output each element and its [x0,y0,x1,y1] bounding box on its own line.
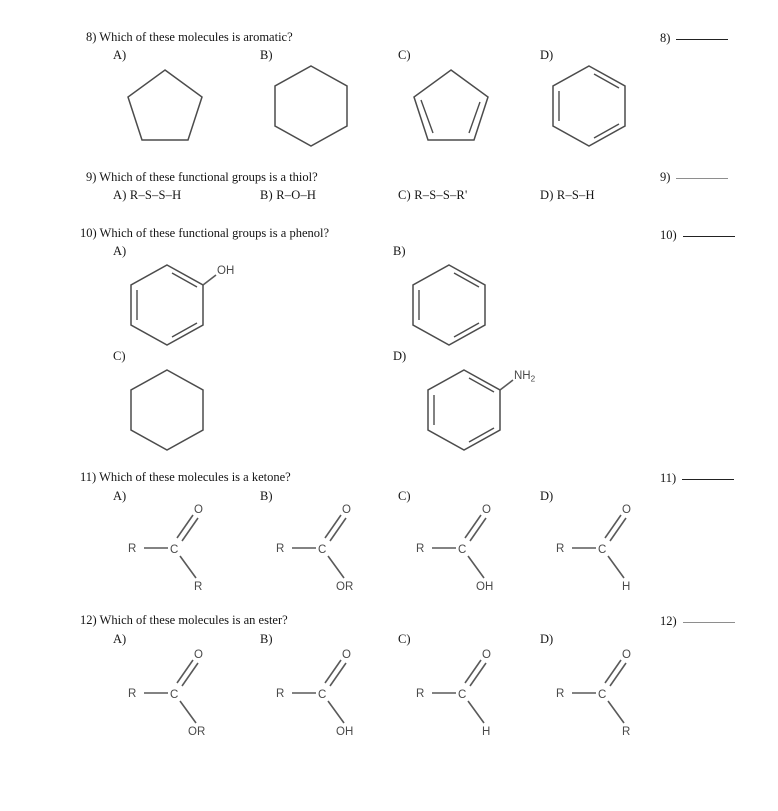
answer-blank-12[interactable]: 12) [660,614,735,629]
question-9-block: 9) Which of these functional groups is a… [86,170,318,185]
q11a-left-atom: R [128,543,136,555]
q10-option-a-label[interactable]: A) [113,244,127,258]
q10-option-b-label[interactable]: B) [393,244,406,258]
answer-blank-11[interactable]: 11) [660,471,735,486]
answer-rule-10[interactable] [682,236,735,237]
question-8-block: 8) Which of these molecules is aromatic? [86,30,293,45]
q12b-right-atom: OH [336,726,353,738]
q8-structure-cyclopentadiene[interactable] [410,66,492,144]
q11a-top-atom: O [194,504,203,516]
q10-substituent-nh2-label: NH2 [514,370,536,384]
q9-option-b[interactable]: B) R–O–H [260,188,317,202]
q11-option-d-label[interactable]: D) [540,489,554,503]
answer-blank-9[interactable]: 9) [660,170,729,185]
q10-option-d-label[interactable]: D) [393,349,407,363]
q12-structure-carboxylic-acid[interactable]: R C O OH [272,645,380,738]
q12a-left-atom: R [128,688,136,700]
q9-option-d[interactable]: D) R–S–H [540,188,595,202]
question-10-block: 10) Which of these functional groups is … [80,226,329,241]
q12d-top-atom: O [622,649,631,661]
q12-option-a-label[interactable]: A) [113,632,127,646]
question-11-block: 11) Which of these molecules is a ketone… [80,470,291,485]
q10-substituent-oh-label: OH [217,265,234,277]
q11b-left-atom: R [276,543,284,555]
q12c-right-atom: H [482,726,490,738]
answer-number-9: 9) [660,170,671,184]
q11c-center-atom: C [458,544,466,556]
q12-structure-ester[interactable]: R C O OR [124,645,232,738]
q11b-top-atom: O [342,504,351,516]
q8-structure-cyclohexane[interactable] [272,63,350,147]
q12b-center-atom: C [318,689,326,701]
q12a-top-atom: O [194,649,203,661]
question-8-prompt: 8) Which of these molecules is aromatic? [86,30,293,44]
q8-option-c-label[interactable]: C) [398,48,411,62]
q12b-top-atom: O [342,649,351,661]
answer-number-12: 12) [660,614,677,628]
q12-option-c-label[interactable]: C) [398,632,411,646]
q12a-center-atom: C [170,689,178,701]
q11c-top-atom: O [482,504,491,516]
q8-option-d-label[interactable]: D) [540,48,554,62]
q11-structure-ester[interactable]: R C O OR [272,500,380,593]
q11-option-b-label[interactable]: B) [260,489,273,503]
q12-structure-ketone[interactable]: R C O R [552,645,660,738]
answer-number-10: 10) [660,228,677,242]
q10-option-c-label[interactable]: C) [113,349,126,363]
q11-structure-aldehyde[interactable]: R C O H [552,500,660,593]
q11b-center-atom: C [318,544,326,556]
q11b-right-atom: OR [336,581,353,593]
q8-option-a-label[interactable]: A) [113,48,127,62]
q10-structure-aniline[interactable]: NH2 [425,367,545,451]
q11d-left-atom: R [556,543,564,555]
answer-number-8: 8) [660,31,671,45]
q10-structure-cyclohexane[interactable] [128,367,206,451]
q11d-top-atom: O [622,504,631,516]
q11a-center-atom: C [170,544,178,556]
q8-structure-benzene[interactable] [550,63,628,147]
question-12-block: 12) Which of these molecules is an ester… [80,613,288,628]
answer-blank-10[interactable]: 10) [660,228,735,243]
q10-structure-benzene[interactable] [410,262,488,346]
q12c-center-atom: C [458,689,466,701]
q11d-center-atom: C [598,544,606,556]
q11c-right-atom: OH [476,581,493,593]
q8-option-b-label[interactable]: B) [260,48,273,62]
answer-blank-8[interactable]: 8) [660,31,729,46]
q11-structure-carboxylic-acid[interactable]: R C O OH [412,500,520,593]
answer-rule-9[interactable] [676,178,729,179]
question-11-prompt: 11) Which of these molecules is a ketone… [80,470,291,484]
question-10-prompt: 10) Which of these functional groups is … [80,226,330,240]
q11c-left-atom: R [416,543,424,555]
q11-structure-ketone[interactable]: R C O R [124,500,232,593]
q12-option-b-label[interactable]: B) [260,632,273,646]
answer-rule-11[interactable] [682,479,735,480]
question-9-prompt: 9) Which of these functional groups is a… [86,170,318,184]
question-12-prompt: 12) Which of these molecules is an ester… [80,613,288,627]
q12b-left-atom: R [276,688,284,700]
q12-option-d-label[interactable]: D) [540,632,554,646]
q12d-right-atom: R [622,726,630,738]
q12c-top-atom: O [482,649,491,661]
q11-option-c-label[interactable]: C) [398,489,411,503]
q11a-right-atom: R [194,581,202,593]
answer-rule-12[interactable] [682,622,735,623]
q12-structure-aldehyde[interactable]: R C O H [412,645,520,738]
q12d-left-atom: R [556,688,564,700]
q12a-right-atom: OR [188,726,205,738]
q8-structure-cyclopentane[interactable] [124,66,206,144]
answer-rule-8[interactable] [676,39,729,40]
answer-number-11: 11) [660,471,677,485]
q12c-left-atom: R [416,688,424,700]
q9-option-a[interactable]: A) R–S–S–H [113,188,182,202]
q9-option-c[interactable]: C) R–S–S–R' [398,188,468,202]
q11-option-a-label[interactable]: A) [113,489,127,503]
q11d-right-atom: H [622,581,630,593]
q12d-center-atom: C [598,689,606,701]
q10-structure-phenol[interactable]: OH [128,262,238,346]
